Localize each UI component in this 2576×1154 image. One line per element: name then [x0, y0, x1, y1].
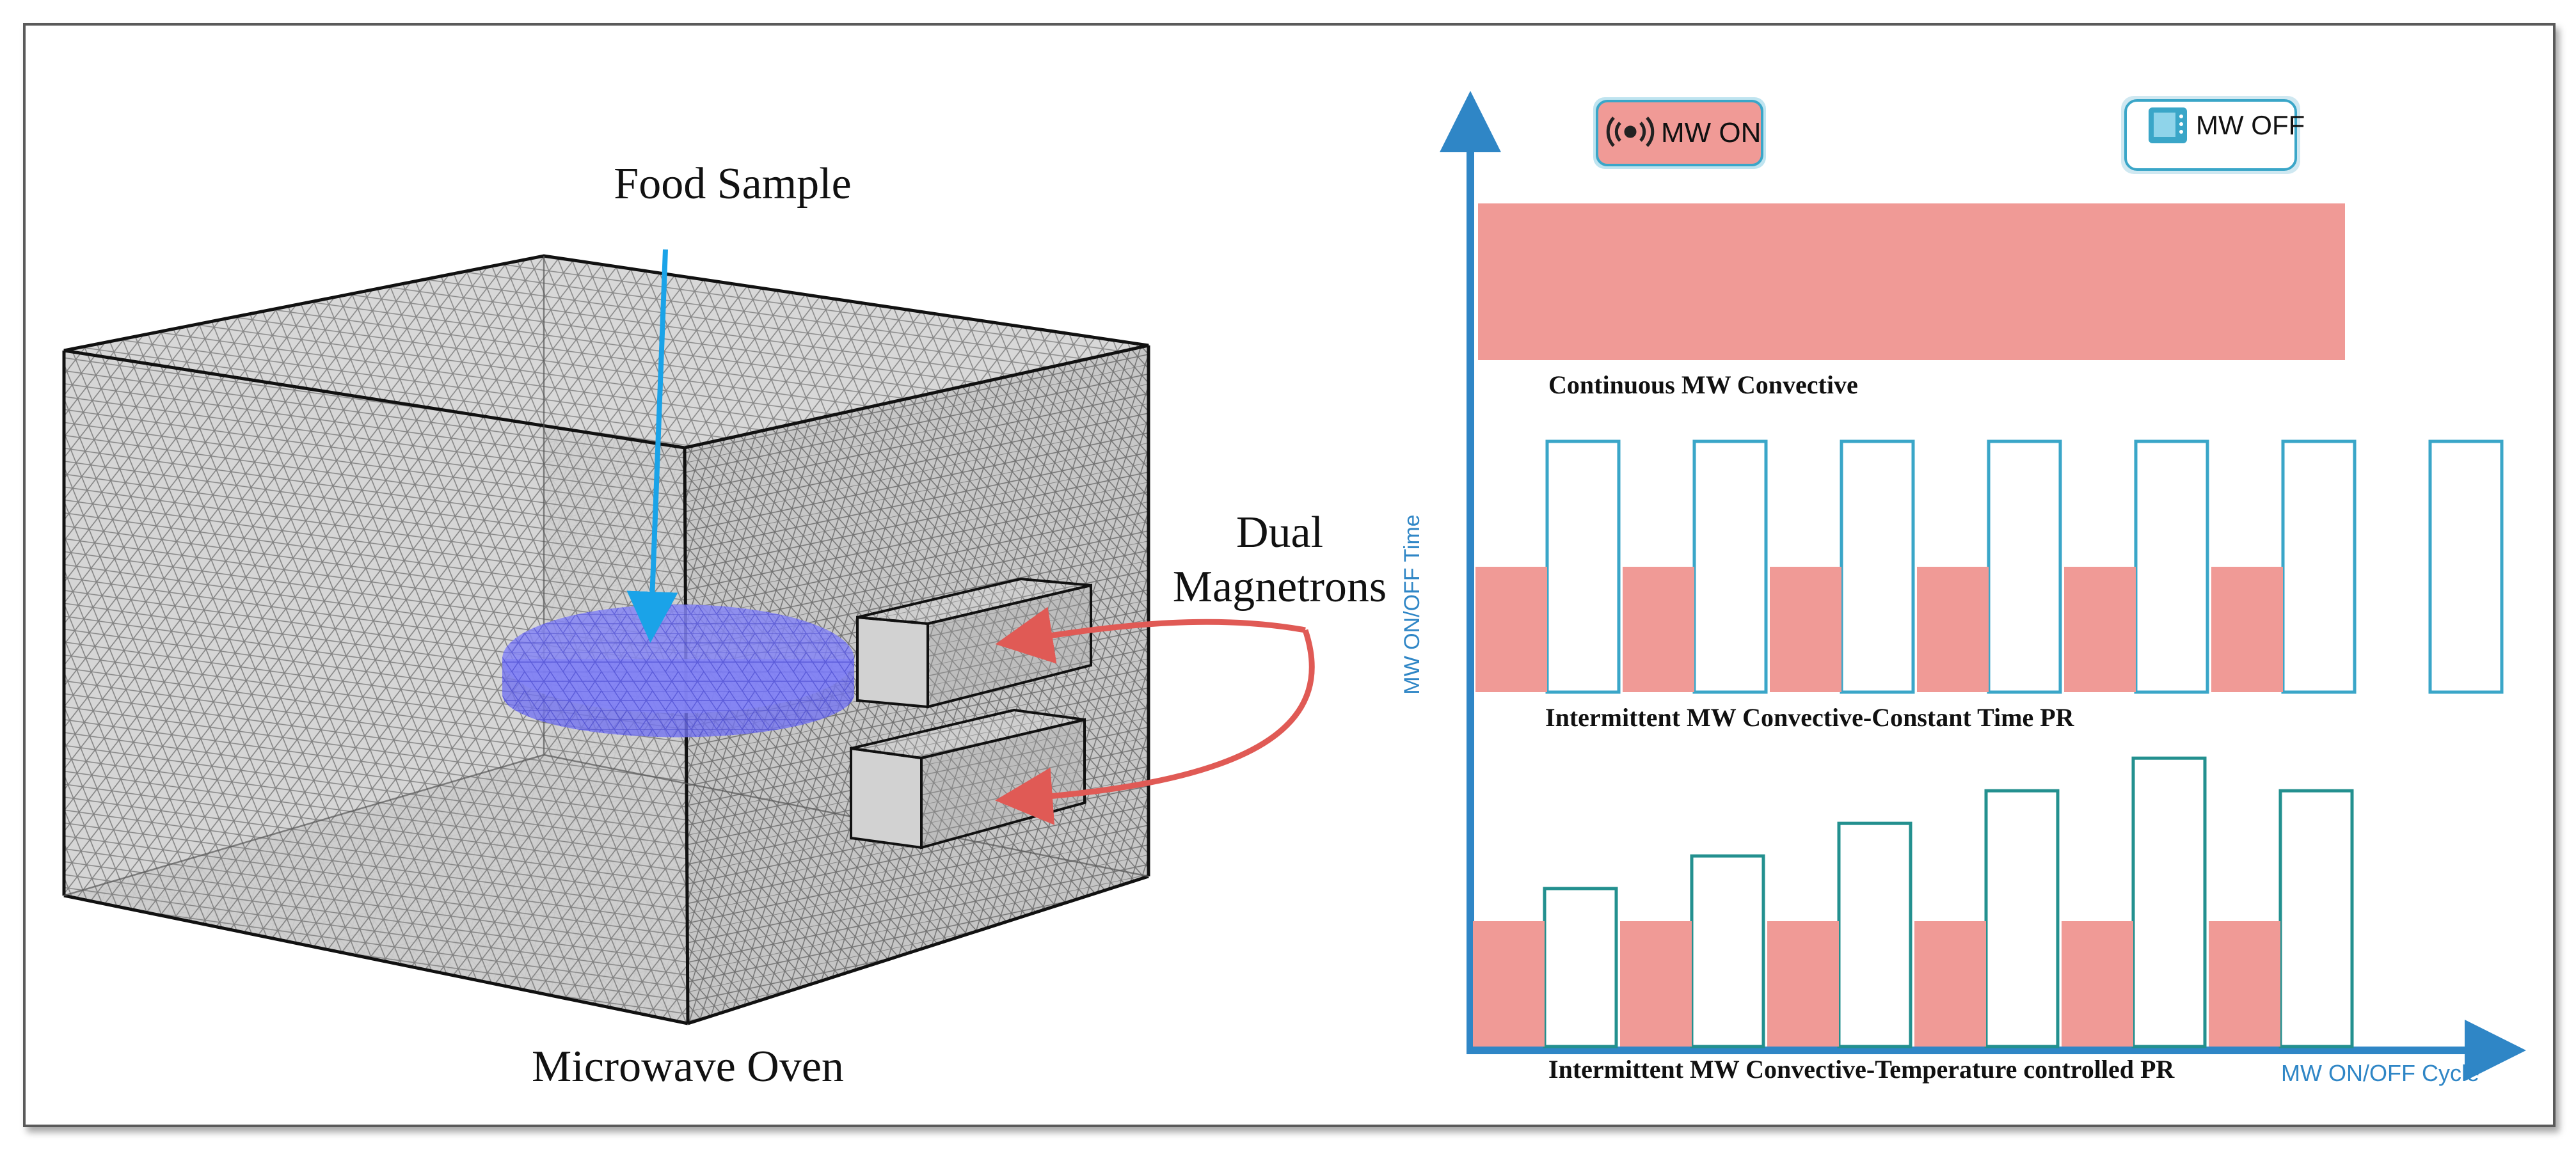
mw-on-bar — [2064, 567, 2136, 692]
scheme-temperature-controlled-label: Intermittent MW Convective-Temperature c… — [1548, 1055, 2175, 1084]
mw-off-bar — [1692, 439, 1768, 694]
mw-off-bar — [2134, 439, 2209, 694]
dual-magnetrons-label-line2: Magnetrons — [1173, 562, 1387, 612]
mw-on-bar — [1914, 921, 1986, 1047]
legend-mw-off: MW OFF — [2121, 96, 2305, 174]
legend-mw-on: MW ON — [1593, 97, 1766, 169]
food-sample-disc — [502, 605, 854, 738]
mw-on-bar — [1767, 921, 1839, 1047]
scheme-constant-time-label: Intermittent MW Convective-Constant Time… — [1545, 703, 2075, 732]
scheme-temperature-controlled — [1473, 756, 2354, 1048]
mw-on-bar — [1917, 567, 1989, 692]
mw-on-bar — [1620, 921, 1692, 1047]
y-axis-label: MW ON/OFF Time — [1400, 514, 1424, 694]
mw-off-bar — [1690, 854, 1765, 1048]
mw-on-bar — [2211, 567, 2283, 692]
microwave-oven-label: Microwave Oven — [532, 1042, 844, 1091]
mw-on-bar — [2209, 921, 2280, 1047]
magnetron-arrow-upper — [995, 606, 1306, 664]
food-sample-arrow — [626, 249, 678, 643]
microwave-icon — [2149, 107, 2187, 143]
mw-on-bar — [1623, 567, 1694, 692]
mw-on-bar — [1475, 567, 1547, 692]
mw-on-bar — [1770, 567, 1841, 692]
x-axis-label: MW ON/OFF Cycle — [2281, 1060, 2479, 1086]
mw-off-bar — [2281, 439, 2357, 694]
legend-mw-off-label: MW OFF — [2196, 110, 2305, 140]
mw-on-bar — [2062, 921, 2133, 1047]
scheme-constant-time — [1475, 439, 2504, 694]
scheme-continuous-label: Continuous MW Convective — [1548, 370, 1858, 399]
mw-off-bar — [1545, 439, 1621, 694]
scheme-continuous — [1478, 203, 2345, 360]
mw-on-bar — [1473, 921, 1545, 1047]
mw-off-bar — [2131, 756, 2207, 1048]
mw-off-bar — [1987, 439, 2062, 694]
mw-off-bar — [1840, 439, 1915, 694]
food-sample-label: Food Sample — [614, 159, 851, 209]
legend-mw-on-label: MW ON — [1661, 117, 1761, 148]
mw-off-bar — [1837, 821, 1912, 1048]
magnetron-lower — [850, 708, 1086, 850]
mw-off-bar — [2278, 789, 2354, 1048]
magnetron-arrow-lower — [995, 629, 1315, 825]
broadcast-icon — [1606, 116, 1655, 147]
mw-off-bar — [2428, 439, 2504, 694]
mw-off-bar — [1984, 789, 2060, 1048]
dual-magnetrons-label-line1: Dual — [1236, 508, 1323, 557]
mw-off-bar — [1543, 887, 1618, 1048]
mw-on-bar — [1478, 203, 2345, 360]
microwave-oven-model — [62, 254, 1150, 1025]
